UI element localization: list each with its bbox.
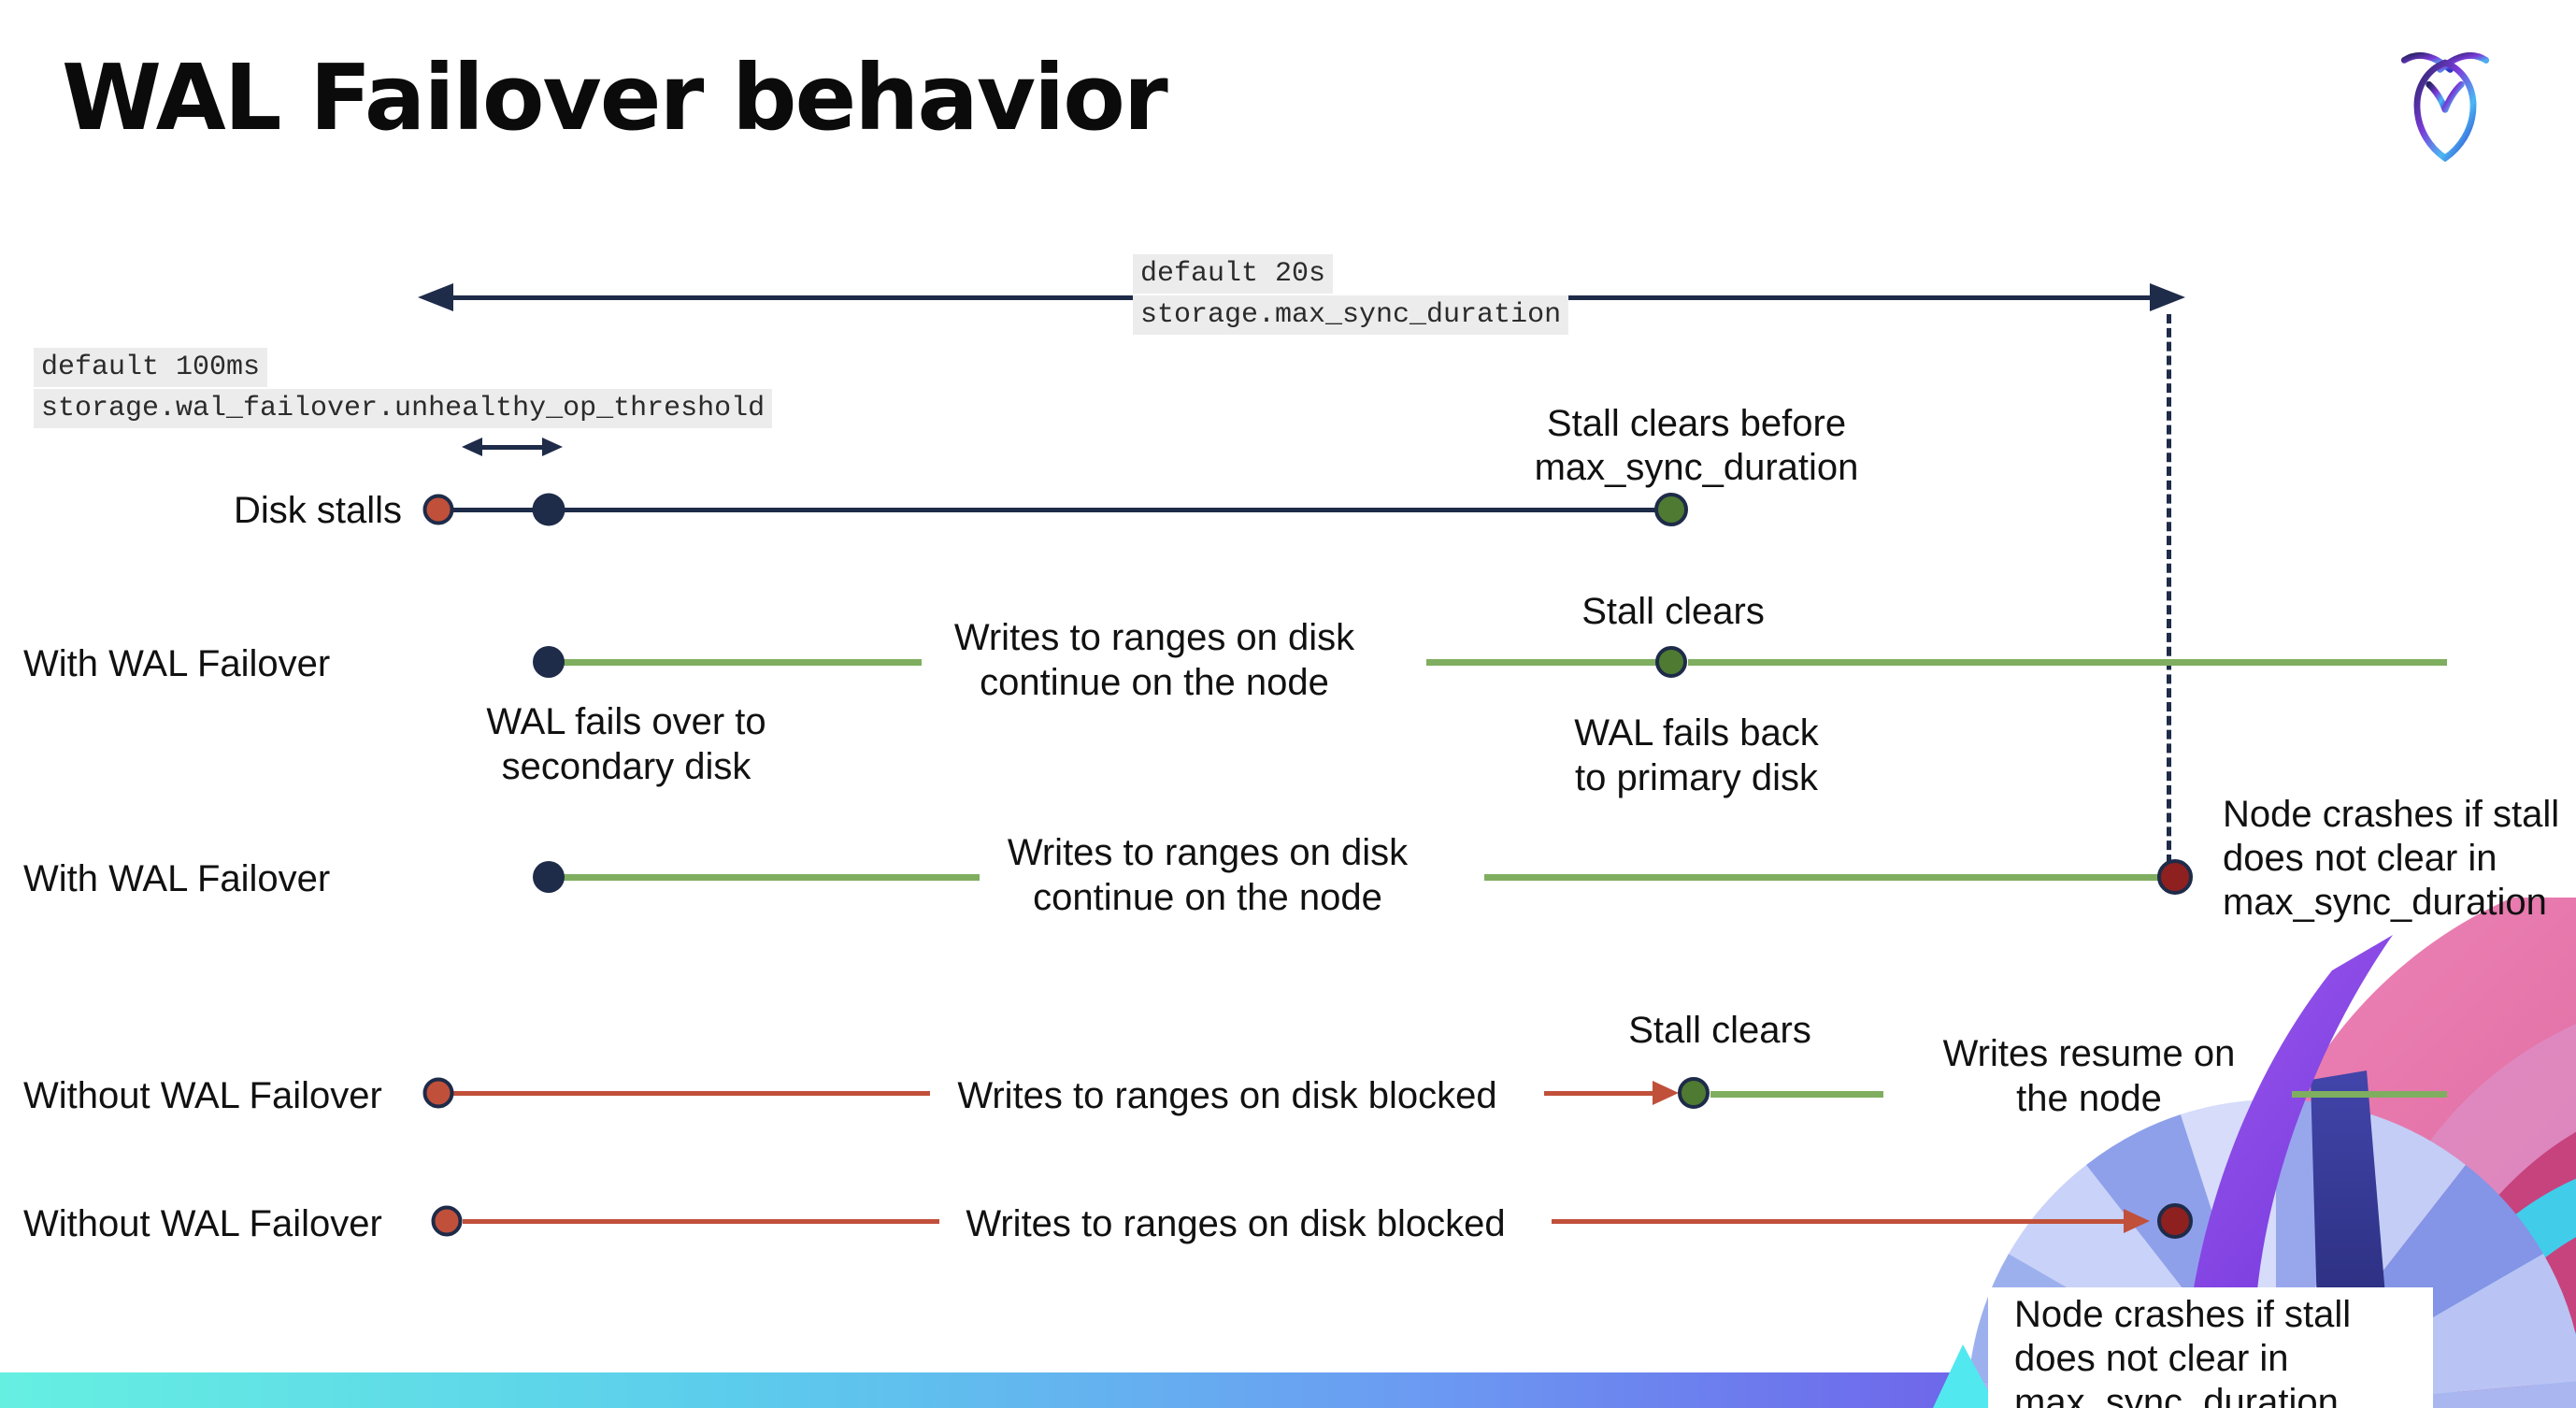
node-crashes-line1: Node crashes if stall xyxy=(2014,1294,2352,1335)
stall-clears-before-line2: max_sync_duration xyxy=(1534,447,1859,488)
failover-dot xyxy=(533,646,565,678)
red-segment xyxy=(463,1219,939,1224)
writes-continue-label-1: Writes to ranges on disk continue on the… xyxy=(935,615,1374,705)
red-segment xyxy=(1544,1091,1660,1096)
node-crashes-label-1: Node crashes if stall does not clear in … xyxy=(2223,793,2559,925)
red-arrowhead-icon xyxy=(1653,1081,1679,1105)
stall-clears-label-2: Stall clears xyxy=(1628,1010,1811,1051)
red-arrowhead-icon xyxy=(2124,1209,2150,1233)
row-label-without-wal-failover-1: Without WAL Failover xyxy=(23,1075,382,1116)
node-crashes-label-2: Node crashes if stall does not clear in … xyxy=(2014,1293,2433,1408)
stall-clears-dot xyxy=(1678,1077,1710,1109)
stall-clears-dot xyxy=(1654,493,1688,526)
row-label-with-wal-failover-2: With WAL Failover xyxy=(23,858,331,899)
cockroachdb-logo-icon xyxy=(2389,45,2501,168)
unhealthy-op-threshold-name-badge: storage.wal_failover.unhealthy_op_thresh… xyxy=(34,389,773,428)
node-crashes-line1: Node crashes if stall xyxy=(2223,794,2560,835)
node-crashes-line3: max_sync_duration xyxy=(2014,1382,2339,1408)
stall-start-dot xyxy=(431,1205,463,1237)
stall-clears-before-line1: Stall clears before xyxy=(1546,403,1847,444)
wal-fails-over-line2: secondary disk xyxy=(501,746,751,787)
writes-resume-label: Writes resume on the node xyxy=(1907,1031,2271,1121)
row-label-disk-stalls: Disk stalls xyxy=(233,490,402,531)
writes-continue-line2: continue on the node xyxy=(1033,877,1382,918)
wal-fails-back-label: WAL fails back to primary disk xyxy=(1486,711,1907,800)
writes-blocked-label-2: Writes to ranges on disk blocked xyxy=(966,1203,1506,1244)
wal-fails-over-line1: WAL fails over to xyxy=(486,701,766,742)
failover-dot xyxy=(533,861,565,893)
threshold-arrow-line xyxy=(479,445,546,450)
wal-fails-back-line1: WAL fails back xyxy=(1574,712,1819,754)
node-crashes-line3: max_sync_duration xyxy=(2223,882,2547,923)
threshold-reached-dot xyxy=(532,493,565,526)
writes-resume-line2: the node xyxy=(2016,1078,2162,1119)
node-crash-dot xyxy=(2157,1203,2193,1239)
disk-stall-timeline xyxy=(438,508,1671,512)
green-segment xyxy=(561,659,922,666)
arrowhead-left-icon xyxy=(418,283,453,311)
deadline-dashed-line xyxy=(2167,314,2171,864)
failback-dot xyxy=(1655,646,1687,678)
row-label-with-wal-failover-1: With WAL Failover xyxy=(23,643,331,684)
green-segment xyxy=(1426,659,1656,666)
node-crashes-line2: does not clear in xyxy=(2223,838,2497,879)
wal-fails-over-label: WAL fails over to secondary disk xyxy=(411,699,841,789)
writes-continue-line1: Writes to ranges on disk xyxy=(953,617,1355,658)
wal-fails-back-line2: to primary disk xyxy=(1574,757,1819,798)
node-crashes-line2: does not clear in xyxy=(2014,1338,2289,1379)
max-sync-duration-default-badge: default 20s xyxy=(1133,254,1334,294)
red-segment xyxy=(1552,1219,2131,1224)
green-segment xyxy=(561,874,980,881)
stall-start-dot xyxy=(422,1077,454,1109)
writes-continue-line2: continue on the node xyxy=(980,662,1329,703)
node-crashes-callout: Node crashes if stall does not clear in … xyxy=(1988,1287,2433,1408)
arrowhead-right-icon xyxy=(2150,283,2185,311)
page-title: WAL Failover behavior xyxy=(62,45,1168,151)
stall-start-dot xyxy=(422,494,454,525)
writes-continue-label-2: Writes to ranges on disk continue on the… xyxy=(988,830,1427,920)
stall-clears-label-1: Stall clears xyxy=(1581,591,1765,632)
row-label-without-wal-failover-2: Without WAL Failover xyxy=(23,1203,382,1244)
green-segment xyxy=(2292,1091,2447,1098)
writes-blocked-label-1: Writes to ranges on disk blocked xyxy=(957,1075,1497,1116)
green-segment xyxy=(1688,659,2447,666)
threshold-arrowhead-right-icon xyxy=(542,438,563,456)
node-crash-dot xyxy=(2157,859,2193,895)
green-segment xyxy=(1484,874,2161,881)
writes-resume-line1: Writes resume on xyxy=(1942,1033,2236,1074)
red-segment xyxy=(453,1091,930,1096)
stall-clears-before-label: Stall clears before max_sync_duration xyxy=(1486,402,1907,490)
writes-continue-line1: Writes to ranges on disk xyxy=(1007,832,1409,873)
threshold-arrowhead-left-icon xyxy=(462,438,482,456)
unhealthy-op-threshold-default-badge: default 100ms xyxy=(34,348,268,387)
green-segment xyxy=(1710,1091,1883,1098)
max-sync-duration-name-badge: storage.max_sync_duration xyxy=(1133,295,1569,335)
